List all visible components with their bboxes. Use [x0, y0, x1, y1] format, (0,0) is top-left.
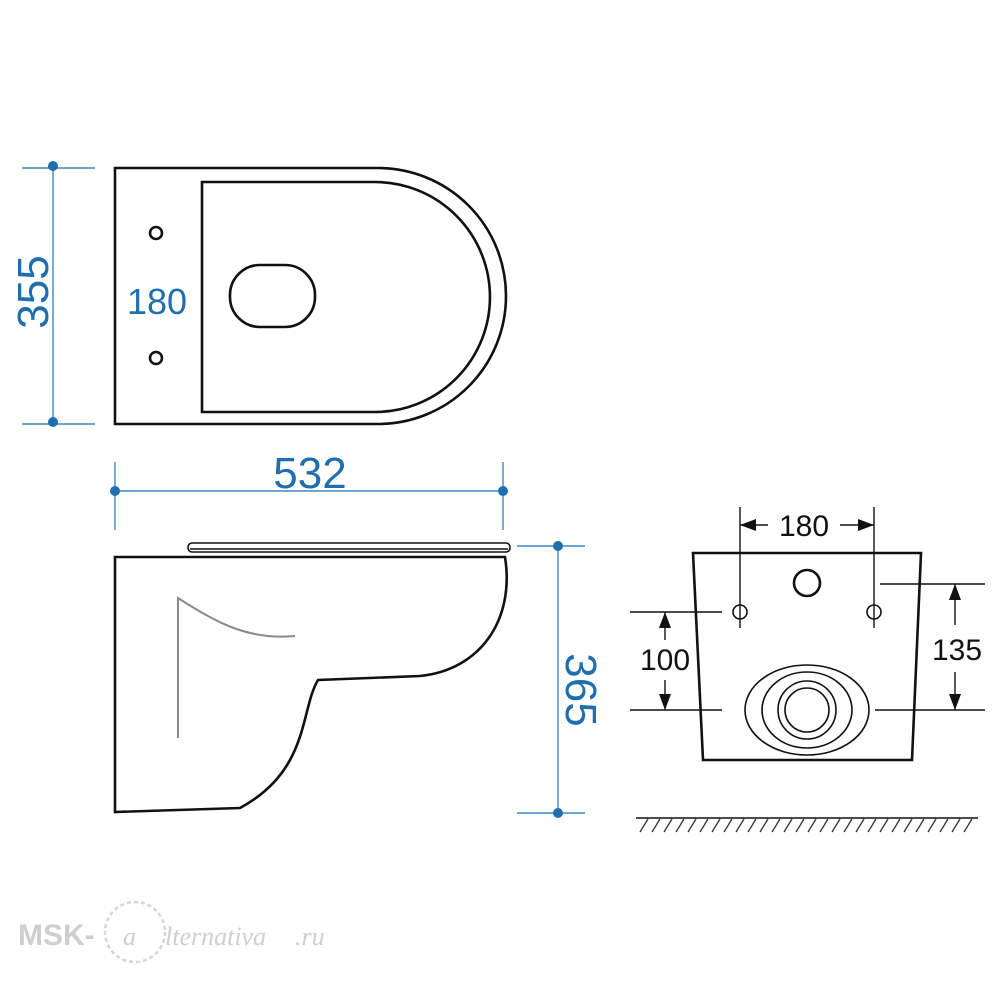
- floor-hatch-mark: [807, 818, 817, 833]
- rear-outlet-height-dimension: 135: [875, 583, 985, 711]
- depth-dimension: 355: [9, 161, 95, 427]
- svg-text:a: a: [123, 922, 136, 951]
- floor-hatch-mark: [651, 818, 661, 833]
- rear-view-outlet-middle: [761, 671, 853, 749]
- rear-bolt-spacing-label: 180: [779, 510, 829, 543]
- floor-hatch-mark: [675, 818, 685, 833]
- floor-hatch-mark: [855, 818, 865, 833]
- floor-hatch-mark: [783, 818, 793, 833]
- height-dimension-label: 365: [556, 653, 605, 726]
- length-dimension: 532: [110, 449, 508, 530]
- floor-hatch-mark: [819, 818, 829, 833]
- rear-view-outlet-outer: [744, 664, 870, 756]
- top-view-bolt-hole-lower: [148, 350, 164, 366]
- floor-hatch-mark: [735, 818, 745, 833]
- floor-hatch-mark: [663, 818, 673, 833]
- side-view-inner-flush-curve: [177, 596, 296, 738]
- floor-hatch-mark: [843, 818, 853, 833]
- length-dimension-label: 532: [273, 449, 346, 498]
- floor-hatch-mark: [903, 818, 913, 833]
- height-dimension: 365: [517, 541, 605, 818]
- watermark-logo: MSK- a lternativa .ru: [18, 900, 325, 964]
- side-view-bowl-outline: [113, 555, 508, 814]
- floor-hatch-mark: [759, 818, 769, 833]
- floor-hatch-mark: [951, 818, 961, 833]
- side-view: 365: [113, 541, 605, 818]
- watermark-brand-suffix: lternativa: [165, 922, 266, 951]
- floor-hatch-mark: [963, 818, 973, 833]
- floor-hatch-mark: [711, 818, 721, 833]
- top-view-outer-outline: [113, 166, 508, 426]
- depth-dimension-label: 355: [9, 255, 58, 328]
- floor-hatch-mark: [831, 818, 841, 833]
- rear-view-outlet-inner: [777, 680, 837, 740]
- floor-hatch-mark: [927, 818, 937, 833]
- watermark-at-circle: [103, 900, 167, 964]
- top-view-bolt-hole-upper: [148, 225, 164, 241]
- floor-hatch-mark: [867, 818, 877, 833]
- top-view-bolt-spacing-label: 180: [127, 281, 187, 322]
- rear-view-water-inlet: [792, 568, 822, 598]
- floor-line: [636, 817, 978, 833]
- floor-hatch-mark: [687, 818, 697, 833]
- top-view: 180 355: [9, 161, 508, 427]
- floor-hatch-mark: [771, 818, 781, 833]
- floor-hatch-mark: [747, 818, 757, 833]
- top-view-inner-seat-outline: [200, 180, 492, 414]
- floor-hatch-mark: [939, 818, 949, 833]
- rear-view: 180 100 135: [630, 507, 985, 833]
- floor-hatch-mark: [795, 818, 805, 833]
- floor-hatch-mark: [723, 818, 733, 833]
- floor-hatch-mark: [639, 818, 649, 833]
- top-view-drain-hole: [228, 263, 317, 329]
- floor-hatch-mark: [915, 818, 925, 833]
- floor-hatch-mark: [891, 818, 901, 833]
- watermark-brand-prefix: MSK-: [18, 919, 95, 952]
- watermark-domain: .ru: [295, 922, 325, 951]
- side-view-seat-lid: [187, 542, 511, 553]
- floor-hatch-mark: [879, 818, 889, 833]
- floor-hatch-mark: [699, 818, 709, 833]
- rear-outlet-height-label: 135: [932, 634, 982, 667]
- rear-view-outline: [691, 551, 923, 762]
- rear-bolt-spacing-dimension: 180: [739, 507, 875, 628]
- rear-bolt-height-dimension: 100: [630, 611, 722, 711]
- rear-bolt-height-label: 100: [640, 644, 690, 677]
